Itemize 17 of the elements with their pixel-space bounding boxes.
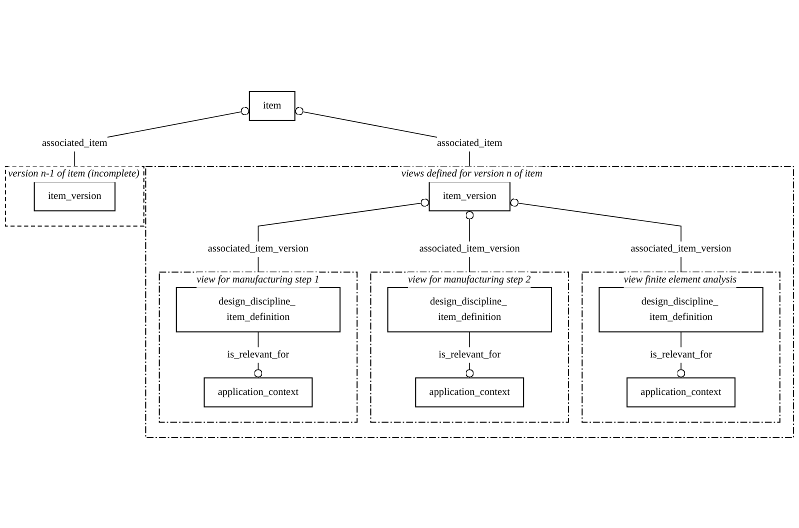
node-box: item_version	[428, 180, 510, 211]
node-box: design_discipline_ item_definition	[176, 286, 341, 332]
node-box: item_version	[34, 180, 116, 211]
edge-label: associated_item_version	[630, 243, 732, 254]
edge-label: is_relevant_for	[438, 348, 501, 360]
edge-label: is_relevant_for	[650, 348, 712, 360]
edge-label: associated_item_version	[419, 243, 520, 254]
edge-label: is_relevant_for	[227, 348, 290, 360]
node-box: application_context	[204, 376, 313, 407]
node-box: design_discipline_ item_definition	[387, 286, 552, 332]
node-box: application_context	[626, 376, 736, 407]
node-box: item	[248, 90, 296, 120]
edge-label: associated_item	[436, 137, 502, 148]
node-box: design_discipline_ item_definition	[598, 286, 764, 332]
edge-label: associated_item_version	[208, 243, 308, 254]
node-box: application_context	[415, 376, 524, 407]
edge-label: associated_item	[42, 137, 108, 148]
